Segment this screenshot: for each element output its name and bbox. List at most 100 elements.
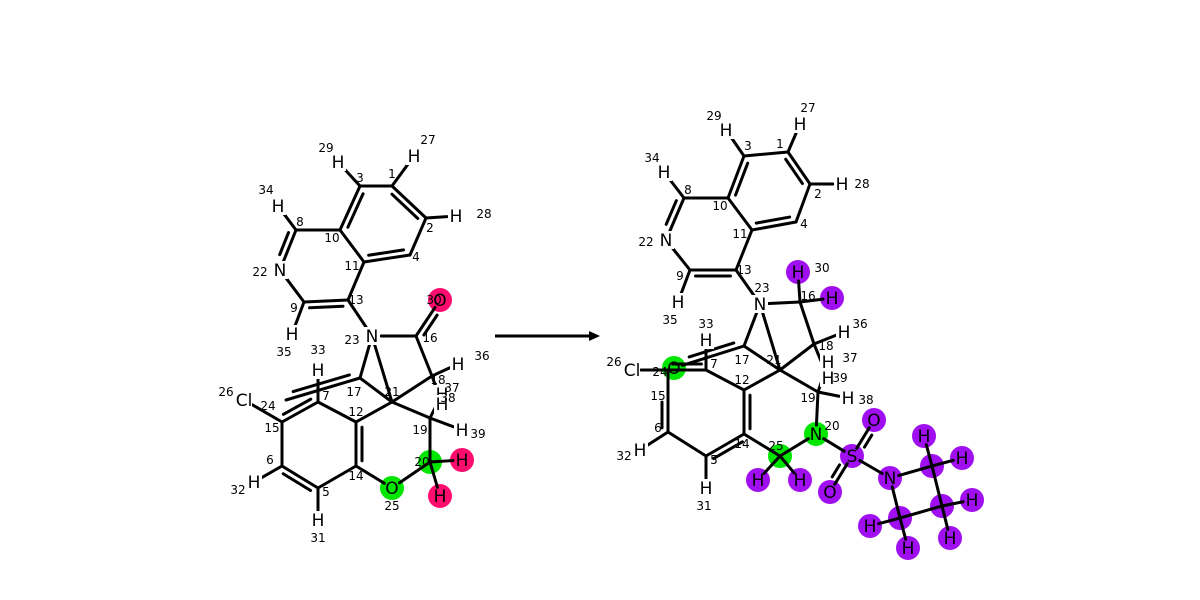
reactant-atom-25-map-number: 25 — [384, 499, 399, 513]
product-bond-17-21 — [742, 344, 782, 372]
product-atom-33-label-bg — [698, 331, 714, 349]
product-atom-33-map-number: 33 — [698, 317, 713, 331]
product-atom-9-map-number: 9 — [676, 269, 684, 283]
product-atom-32-label-bg — [632, 441, 648, 459]
product-atom-11-map-number: 11 — [732, 227, 747, 241]
product-bond-16-41 — [798, 297, 825, 304]
product-bond-48-51 — [924, 443, 934, 468]
reactant-atom-38-symbol: H — [436, 395, 449, 415]
reactant-bond-16-30 — [414, 305, 437, 338]
reactant-atom-7-map-number: 7 — [322, 389, 330, 403]
reactant-bond-3-29 — [342, 167, 362, 188]
product-atom-5-map-number: 5 — [710, 453, 718, 467]
product-atom-52-symbol: H — [956, 449, 969, 469]
product-atom-39-symbol: H — [822, 369, 835, 389]
product-atom-53-highlight — [858, 514, 882, 538]
reactant-atom-27-label-bg — [406, 147, 422, 165]
product-bond-49-50 — [898, 504, 944, 520]
reactant-bond-12-7 — [316, 400, 358, 424]
reactant-atom-21-map-number: 21 — [384, 385, 399, 399]
product-atom-31-map-number: 31 — [696, 499, 711, 513]
product-atom-39-map-number: 39 — [832, 371, 847, 385]
product-atom-56-symbol: H — [944, 529, 957, 549]
product-atom-32-symbol: H — [634, 441, 647, 461]
product-bond-5-14 — [704, 432, 746, 458]
reactant-atom-40-symbol: H — [456, 451, 469, 471]
product-atom-52-highlight — [950, 446, 974, 470]
reactant-bond-6-5 — [280, 464, 320, 490]
reactant-highlights — [380, 288, 474, 508]
reactant-bond-16-18 — [414, 334, 434, 378]
reactant-atom-23-label-bg — [364, 327, 380, 345]
product-atom-55-highlight — [960, 488, 984, 512]
reactant-atom-28-symbol: H — [450, 207, 463, 227]
product-bond-21-19 — [778, 368, 820, 394]
reactant-bond-18-36 — [430, 366, 452, 378]
reaction-arrow-head — [589, 331, 600, 341]
reactant-bond-2-4 — [408, 216, 428, 257]
reactant-bond-20-41 — [428, 460, 439, 489]
reactant-bond-8-34 — [281, 211, 298, 232]
product-atom-31-label-bg — [698, 479, 714, 497]
product-atom-16-map-number: 16 — [800, 289, 815, 303]
reactant-atom-9-map-number: 9 — [290, 301, 298, 315]
reactant-atom-31-map-number: 31 — [310, 531, 325, 545]
reactant-atom-22-label-bg — [272, 261, 288, 279]
product-atom-29-label-bg — [718, 121, 734, 139]
product-atom-54-symbol: H — [902, 539, 915, 559]
product-atom-21-map-number: 21 — [766, 353, 781, 367]
product-atom-30-map-number: 30 — [814, 261, 829, 275]
product-bond-13-23 — [734, 268, 757, 299]
reactant-atom-31-symbol: H — [312, 511, 325, 531]
product-bond-1-2 — [786, 150, 812, 186]
product-bond-4-11-second — [754, 215, 792, 225]
product-bond-9-35 — [679, 268, 692, 296]
product-bond-21-23 — [761, 311, 782, 372]
product-atom-3-map-number: 3 — [744, 139, 752, 153]
product-atom-35-label-bg — [670, 293, 686, 311]
product-atom-17-map-number: 17 — [734, 353, 749, 367]
reactant-atom-38-map-number: 38 — [440, 391, 455, 405]
reactant-atom-24-map-number: 24 — [260, 399, 275, 413]
product-atom-29-symbol: H — [720, 121, 733, 141]
product-atom-25-map-number: 25 — [768, 439, 783, 453]
reactant-atom-29-map-number: 29 — [318, 141, 333, 155]
product-atom-38-label-bg — [840, 389, 856, 407]
product-bond-18-21 — [778, 342, 816, 372]
product-atom-32-map-number: 32 — [616, 449, 631, 463]
product-atom-34-label-bg — [656, 163, 672, 181]
reactant-bond-7-15 — [280, 400, 320, 424]
reactant-atom-2-map-number: 2 — [426, 221, 434, 235]
product-highlights — [662, 260, 984, 560]
product-atom-37-symbol: H — [822, 353, 835, 373]
product-atom-34-map-number: 34 — [644, 151, 659, 165]
reactant-bond-20-40 — [428, 459, 455, 464]
product-atom-37-label-bg — [820, 353, 836, 371]
product-atom-36-map-number: 36 — [852, 317, 867, 331]
product-bond-3-1 — [742, 150, 790, 158]
reactant-bond-9-13 — [302, 298, 350, 304]
reactant-atom-3-map-number: 3 — [356, 171, 364, 185]
reactant-atom-labels: 123456789101112131415161718192021N22N232… — [218, 133, 491, 545]
reactant-bond-21-12 — [354, 400, 394, 424]
product-atom-1-map-number: 1 — [776, 137, 784, 151]
reactant-bond-23-17 — [358, 343, 372, 380]
product-atom-26-label-bg — [624, 361, 640, 379]
reactant-atom-37-map-number: 37 — [444, 381, 459, 395]
product-bond-20-25 — [778, 437, 810, 458]
product-bond-49-54 — [898, 516, 908, 541]
product-atom-10-map-number: 10 — [712, 199, 727, 213]
reactant-atom-36-map-number: 36 — [474, 349, 489, 363]
product-atom-36-symbol: H — [838, 323, 851, 343]
product-bond-6-5 — [666, 430, 708, 458]
product-atom-27-label-bg — [792, 115, 808, 133]
product-atom-20-map-number: 20 — [824, 419, 839, 433]
product-bond-16-30 — [797, 279, 802, 304]
reactant-atom-35-label-bg — [284, 325, 300, 343]
reactant-bond-21-23 — [373, 343, 394, 404]
reactant-atom-22-map-number: 22 — [252, 265, 267, 279]
reactant-atom-29-symbol: H — [332, 153, 345, 173]
reactant-atom-32-map-number: 32 — [230, 483, 245, 497]
reactant-bond-1-2 — [390, 184, 428, 220]
